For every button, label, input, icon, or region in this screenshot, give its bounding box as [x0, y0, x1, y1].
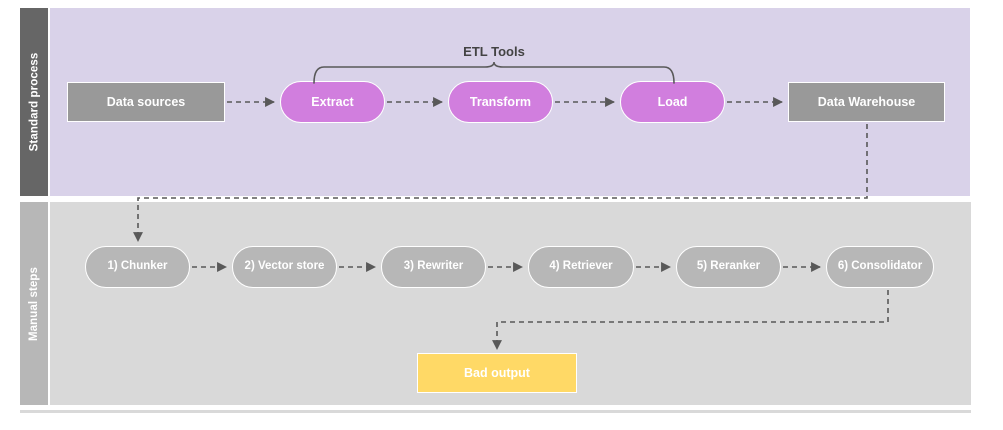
node-data-sources[interactable]: Data sources [67, 82, 225, 122]
node-load[interactable]: Load [620, 81, 725, 123]
node-data-warehouse[interactable]: Data Warehouse [788, 82, 945, 122]
node-chunker[interactable]: 1) Chunker [85, 246, 190, 288]
node-vector-store[interactable]: 2) Vector store [232, 246, 337, 288]
lane-tab-standard-process: Standard process [20, 8, 48, 196]
node-transform[interactable]: Transform [448, 81, 553, 123]
node-reranker[interactable]: 5) Reranker [676, 246, 781, 288]
bottom-divider-rule [20, 410, 971, 413]
etl-tools-brace-icon [313, 62, 675, 84]
etl-tools-label: ETL Tools [463, 44, 525, 59]
edge-data-warehouse-to-chunker [133, 124, 868, 242]
lane-tab-manual-steps: Manual steps [20, 202, 48, 405]
node-consolidator[interactable]: 6) Consolidator [826, 246, 934, 288]
node-retriever[interactable]: 4) Retriever [528, 246, 634, 288]
node-bad-output[interactable]: Bad output [417, 353, 577, 393]
node-extract[interactable]: Extract [280, 81, 385, 123]
node-rewriter[interactable]: 3) Rewriter [381, 246, 486, 288]
edge-consolidator-to-bad-output [492, 290, 889, 350]
